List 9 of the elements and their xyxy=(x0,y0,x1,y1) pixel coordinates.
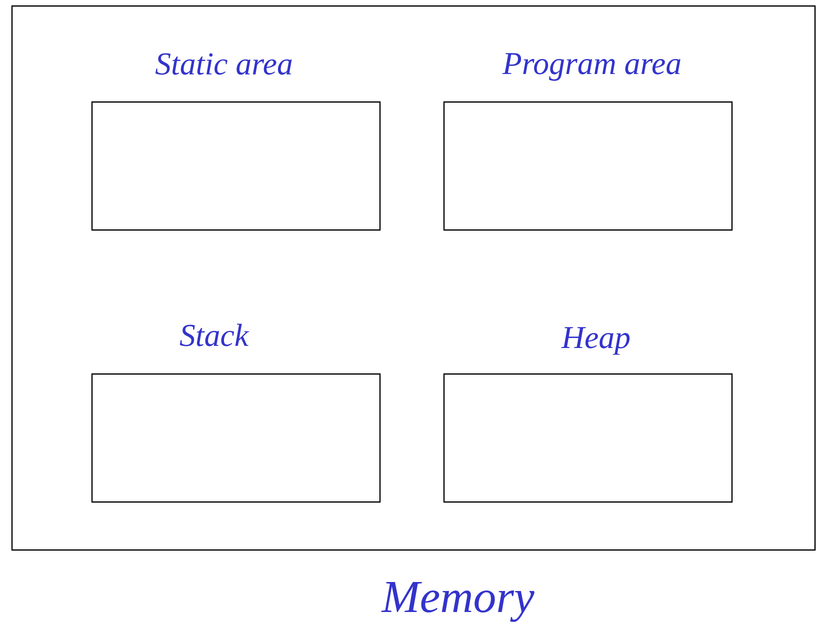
node-label: Static area xyxy=(155,53,292,75)
node-label: Memory xyxy=(381,582,534,622)
node-label: Program area xyxy=(502,53,680,81)
node-label: Heap xyxy=(561,327,630,355)
area-box: Program area xyxy=(443,53,733,231)
area-box: Static area xyxy=(91,53,381,231)
node-label: Stack xyxy=(180,324,249,346)
area-box: Stack xyxy=(91,324,381,503)
area-box: Heap xyxy=(443,327,733,503)
